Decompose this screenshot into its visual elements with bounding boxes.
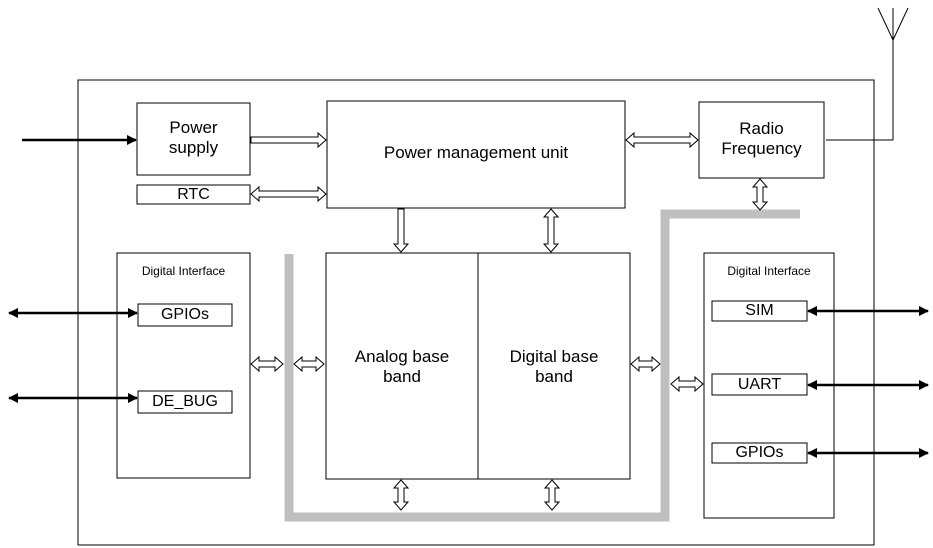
rf-label: Radio Frequency: [721, 119, 802, 158]
left-debug-box: [137, 390, 233, 414]
rf-box: [698, 101, 825, 179]
right-interface-title: Digital Interface: [727, 264, 811, 278]
right-sim-label: SIM: [745, 302, 774, 319]
rtc-box: [136, 184, 251, 205]
right-gpios-label: GPIOs: [735, 444, 784, 461]
left-if-bus-arrow: [250, 355, 284, 373]
pmu-rf-arrow: [625, 131, 699, 149]
rf-bus-arrow: [751, 178, 769, 211]
pmu-digital-arrow: [542, 208, 560, 253]
power-supply-box: [136, 102, 251, 176]
antenna-icon: [826, 7, 909, 141]
left-gpios-label: GPIOs: [160, 306, 209, 323]
digital-bus-bottom-arrow: [543, 479, 561, 511]
rtc-label: RTC: [177, 186, 210, 203]
right-uart-label: UART: [737, 376, 782, 393]
digital-baseband-box: [477, 252, 631, 480]
power-supply-label: Power supply: [168, 118, 219, 157]
analog-bus-bottom-arrow: [392, 479, 410, 511]
digital-baseband-label: Digital base band: [509, 347, 599, 386]
ps-to-pmu-arrow: [250, 131, 327, 149]
bus-analog-arrow: [293, 355, 325, 373]
analog-baseband-box: [325, 252, 479, 480]
internal-bus: [284, 209, 800, 522]
rtc-pmu-arrow: [250, 185, 327, 203]
pmu-label: Power management unit: [383, 143, 569, 162]
left-interface-box: [116, 252, 251, 479]
pmu-to-analog-arrow: [392, 208, 410, 253]
left-interface-title: Digital Interface: [141, 264, 226, 278]
bus-right-if-arrow: [670, 375, 704, 393]
left-debug-label: DE_BUG: [152, 393, 218, 410]
left-gpios-box: [137, 303, 233, 327]
digital-bus-arrow: [630, 355, 661, 373]
pmu-box: [326, 100, 626, 209]
analog-baseband-label: Analog base band: [354, 347, 450, 386]
